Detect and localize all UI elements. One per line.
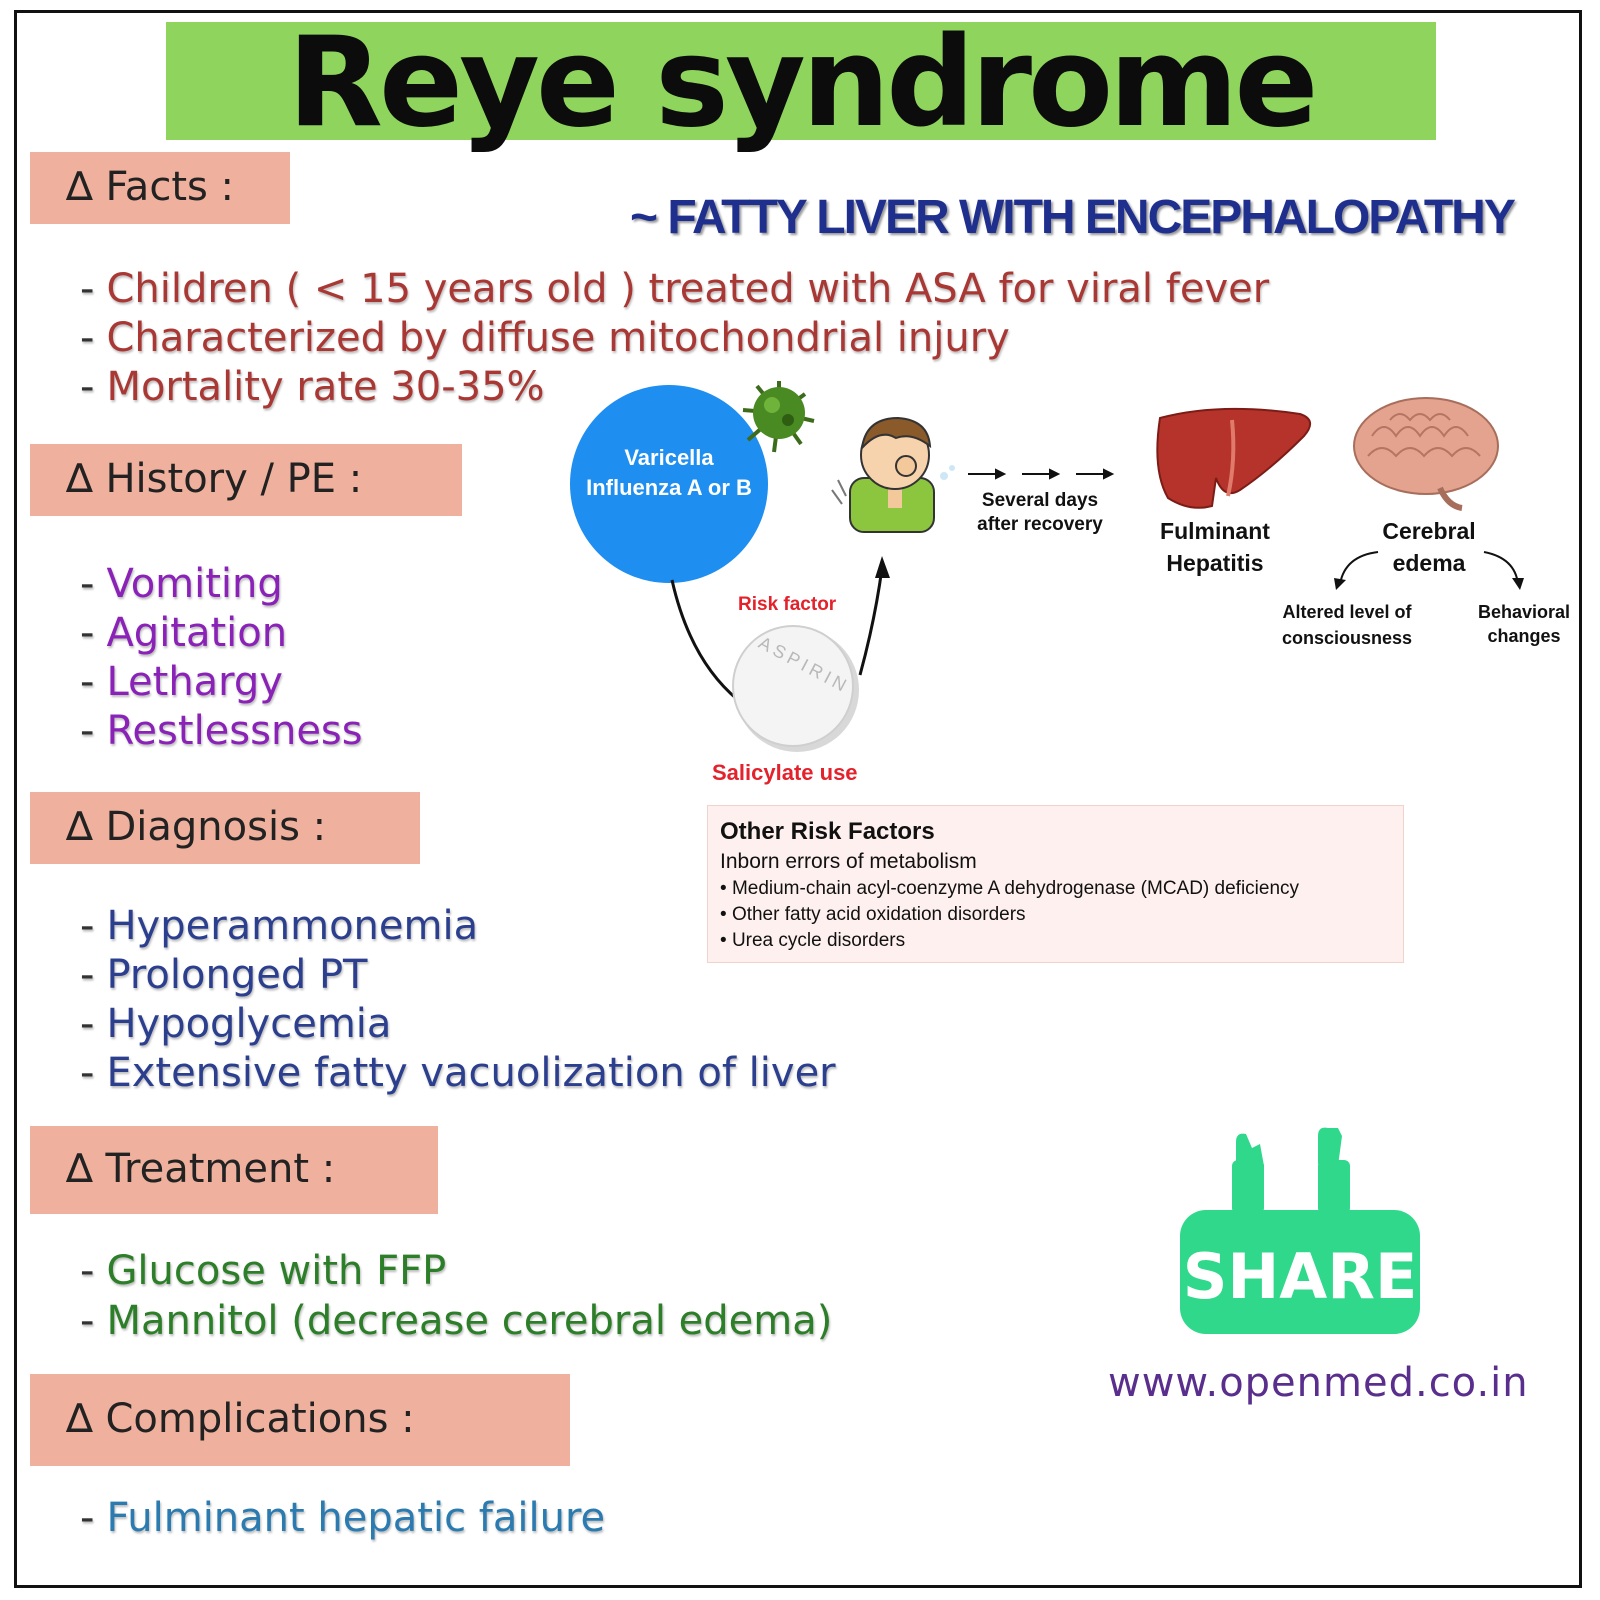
share-label: SHARE: [1183, 1240, 1418, 1313]
section-heading: ∆ History / PE :: [66, 456, 363, 502]
behavioral-label-2: changes: [1487, 626, 1561, 646]
complications-list: -Fulminant hepatic failure: [80, 1493, 605, 1543]
fulminant-label-1: Fulminant: [1160, 518, 1270, 544]
diagnosis-list: -Hyperammonemia -Prolonged PT -Hypoglyce…: [80, 902, 836, 1098]
section-heading: ∆ Facts :: [66, 164, 235, 210]
virus-circle: Varicella Influenza A or B: [570, 385, 768, 583]
other-risk-list: Medium-chain acyl-coenzyme A dehydrogena…: [720, 876, 1299, 954]
list-item: -Vomiting: [80, 561, 283, 607]
arrow-curve-right: [858, 567, 884, 676]
page-title: Reye syndrome: [287, 11, 1318, 155]
list-item: Medium-chain acyl-coenzyme A dehydrogena…: [720, 876, 1299, 902]
list-item: -Fulminant hepatic failure: [80, 1495, 606, 1541]
list-item: -Glucose with FFP: [80, 1248, 447, 1294]
list-item: -Restlessness: [80, 708, 363, 754]
list-item: Urea cycle disorders: [720, 928, 1299, 954]
other-risk-heading: Other Risk Factors: [720, 818, 935, 845]
virus-label-2: Influenza A or B: [586, 475, 752, 500]
list-item: -Extensive fatty vacuolization of liver: [80, 1050, 836, 1096]
altered-label-1: Altered level of: [1282, 602, 1412, 622]
cerebral-label-1: Cerebral: [1382, 518, 1476, 544]
several-days-label: Several days: [981, 490, 1099, 511]
share-icon: SHARE: [1180, 1127, 1420, 1334]
cerebral-label-2: edema: [1392, 550, 1466, 576]
liver-icon: [1156, 407, 1311, 509]
altered-label-2: consciousness: [1281, 628, 1413, 648]
brain-icon: [1353, 397, 1499, 511]
virus-label-1: Varicella: [624, 445, 714, 470]
behavioral-label-1: Behavioral: [1477, 602, 1571, 622]
title-bar: [166, 22, 1436, 140]
virus-icon: [742, 381, 815, 453]
arrow-curve-left: [670, 579, 739, 702]
fulminant-label-2: Hepatitis: [1166, 550, 1264, 576]
list-item: -Agitation: [80, 610, 288, 656]
list-item: -Lethargy: [80, 659, 283, 705]
sick-child-icon: [831, 416, 955, 533]
risk-factor-label: Risk factor: [738, 594, 837, 615]
aspirin-pill-icon: [732, 625, 859, 752]
list-item: -Hypoglycemia: [80, 1001, 392, 1047]
after-recovery-label: after recovery: [977, 514, 1103, 535]
section-header-treatment: ∆ Treatment :: [30, 1126, 438, 1214]
arrow-head: [1334, 578, 1346, 590]
other-risk-factors-box: Other Risk Factors Inborn errors of meta…: [707, 805, 1404, 963]
arrow-head: [1512, 578, 1524, 590]
list-item: -Mannitol (decrease cerebral edema): [80, 1298, 833, 1344]
other-risk-subheading: Inborn errors of metabolism: [720, 850, 977, 873]
history-list: -Vomiting -Agitation -Lethargy -Restless…: [80, 560, 363, 756]
treatment-list: -Glucose with FFP -Mannitol (decrease ce…: [80, 1246, 832, 1346]
list-item: -Prolonged PT: [80, 952, 368, 998]
list-item: -Children ( < 15 years old ) treated wit…: [80, 266, 1270, 312]
section-header-history: ∆ History / PE :: [30, 444, 462, 516]
section-heading: ∆ Diagnosis :: [66, 804, 327, 850]
section-heading: ∆ Treatment :: [66, 1146, 336, 1192]
list-item: -Hyperammonemia: [80, 903, 479, 949]
list-item: -Characterized by diffuse mitochondrial …: [80, 315, 1010, 361]
section-heading: ∆ Complications :: [66, 1396, 415, 1442]
subtitle: ~ FATTY LIVER WITH ENCEPHALOPATHY: [630, 191, 1516, 244]
salicylate-label: Salicylate use: [712, 760, 858, 785]
facts-list: -Children ( < 15 years old ) treated wit…: [80, 265, 1269, 412]
section-header-diagnosis: ∆ Diagnosis :: [30, 792, 420, 864]
section-header-complications: ∆ Complications :: [30, 1374, 570, 1466]
website-link[interactable]: www.openmed.co.in: [1108, 1360, 1529, 1406]
list-item: Other fatty acid oxidation disorders: [720, 902, 1299, 928]
progress-arrows: [968, 468, 1115, 480]
list-item: -Mortality rate 30-35%: [80, 364, 545, 410]
arrow-head: [875, 556, 890, 578]
section-header-facts: ∆ Facts :: [30, 152, 290, 224]
